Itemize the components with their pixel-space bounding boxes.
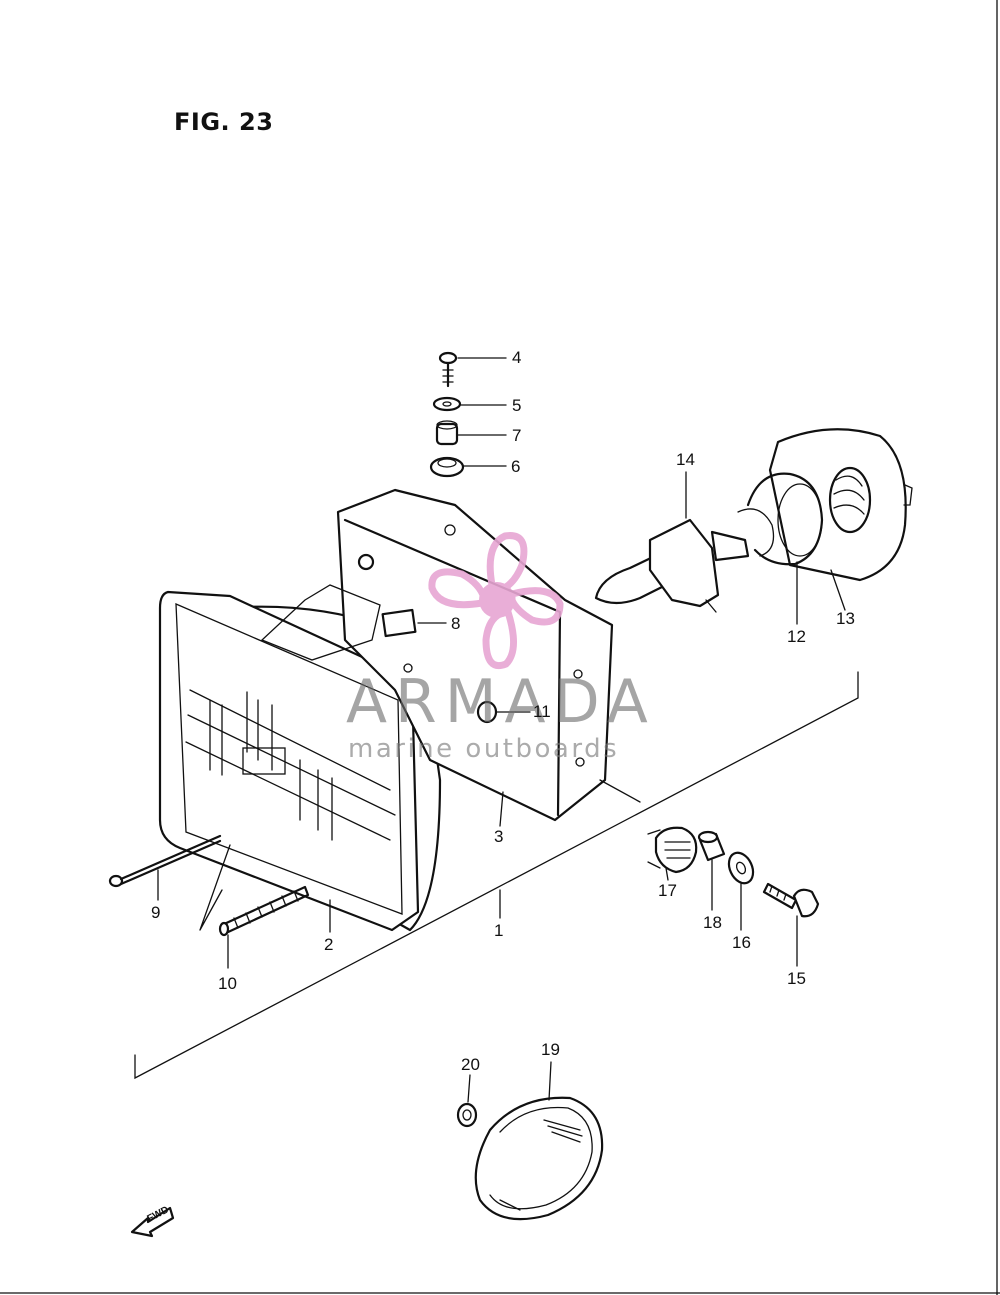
callout-7: 7 <box>512 426 522 445</box>
callout-8: 8 <box>451 614 461 633</box>
propeller-logo-icon <box>428 532 564 669</box>
cushion-17 <box>647 826 698 874</box>
callout-11: 11 <box>533 702 551 721</box>
washer-16 <box>727 851 755 885</box>
callout-19: 19 <box>541 1040 560 1059</box>
callout-13: 13 <box>836 609 855 628</box>
collar-7 <box>435 420 459 446</box>
bolt-15 <box>762 882 820 918</box>
callout-9: 9 <box>151 903 161 922</box>
callout-4: 4 <box>512 348 522 367</box>
callout-10: 10 <box>218 974 237 993</box>
washer-5 <box>432 396 462 412</box>
headlight-lens-unit <box>158 590 442 932</box>
cap-19 <box>474 1096 604 1221</box>
assembly-bracket <box>134 671 859 1080</box>
watermark-brand: ARMADA <box>346 667 656 737</box>
callout-18: 18 <box>703 913 722 932</box>
callout-12: 12 <box>787 627 806 646</box>
callout-2: 2 <box>324 935 334 954</box>
callout-16: 16 <box>732 933 751 952</box>
callout-15: 15 <box>787 969 806 988</box>
adjust-screw-9 <box>108 834 222 888</box>
callout-3: 3 <box>494 827 504 846</box>
spring-10 <box>218 885 310 937</box>
forward-arrow-icon <box>130 1206 175 1238</box>
callout-17: 17 <box>658 881 677 900</box>
callout-14: 14 <box>676 450 695 469</box>
o-ring-20 <box>456 1102 478 1128</box>
grommet-6 <box>429 456 465 478</box>
callout-1: 1 <box>494 921 504 940</box>
clip-12 <box>737 472 824 566</box>
watermark-tagline: marine outboards <box>348 734 620 764</box>
callout-5: 5 <box>512 396 522 415</box>
callout-6: 6 <box>511 457 521 476</box>
screw-4 <box>438 351 458 388</box>
socket-cover-13 <box>768 428 913 582</box>
callout-20: 20 <box>461 1055 480 1074</box>
collar-18 <box>697 830 726 862</box>
leader-lines <box>157 357 846 1103</box>
bulb-14 <box>594 518 750 613</box>
figure-title: FIG. 23 <box>174 108 274 136</box>
